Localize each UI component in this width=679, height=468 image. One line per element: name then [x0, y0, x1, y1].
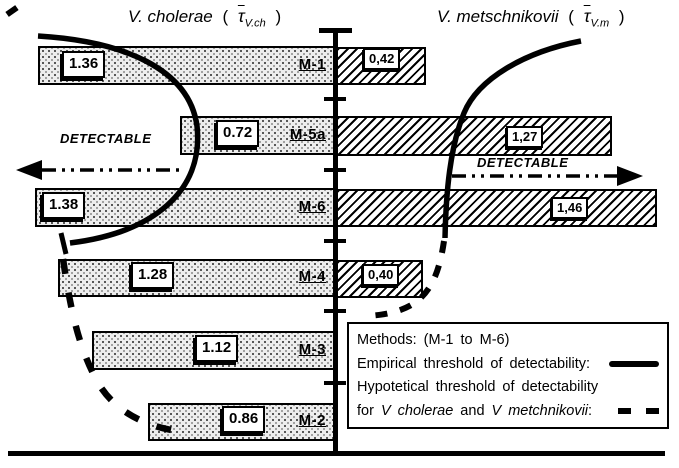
value-box-m1-right: 0,42 [363, 48, 401, 71]
legend-hypothetical-line2: for V cholerae and V metchnikovii: [357, 400, 659, 424]
value-box-m4-right: 0,40 [362, 264, 400, 287]
legend-empirical-text: Empirical threshold of detectability: [357, 355, 591, 372]
detectable-arrow-left [16, 160, 181, 180]
baseline [8, 451, 665, 456]
arrowhead-right-icon [617, 166, 643, 186]
tau-subscript-left: V.ch [244, 17, 266, 30]
dashed-line-swatch [603, 408, 659, 415]
tau-subscript-right: V.m [590, 17, 610, 30]
axis-tick [324, 168, 346, 172]
bar-m4-left [58, 259, 335, 297]
method-label-m2: M-2 [298, 412, 326, 429]
legend-box: Methods: (M-1 to M-6) Empirical threshol… [347, 322, 669, 429]
value-box-m5a-left: 0.72 [216, 120, 260, 147]
chart-title-left: V. cholerae ( τV.ch ) [128, 6, 286, 29]
solid-line-swatch [609, 361, 659, 368]
species-italic-1: V cholerae [380, 402, 454, 419]
method-label-m4: M-4 [298, 268, 326, 285]
empirical-curve-left-end-tick [58, 232, 69, 255]
value-box-m3-left: 1.12 [195, 335, 239, 362]
value-box-m5a-right: 1,27 [506, 126, 544, 149]
bar-m6-right [335, 189, 657, 227]
method-label-m3: M-3 [298, 341, 326, 358]
method-label-m6: M-6 [298, 198, 326, 215]
axis-tick [324, 309, 346, 313]
legend-hypothetical-line1: Hypotetical threshold of detectability [357, 379, 599, 395]
detectable-label-left: DETECTABLE [60, 131, 152, 146]
value-box-m1-left: 1.36 [62, 51, 106, 78]
tau-bar-symbol: τ [237, 6, 245, 26]
left-species-name: V. cholerae [128, 7, 213, 26]
arrowhead-left-icon [16, 160, 42, 180]
method-label-m1: M-1 [298, 56, 326, 73]
center-axis-top-cap [319, 28, 352, 33]
axis-tick [324, 381, 346, 385]
legend-empirical-line: Empirical threshold of detectability: [357, 353, 659, 377]
close-paren: ) [275, 7, 282, 26]
chart-title-right: V. metschnikovii ( τV.m ) [437, 6, 630, 29]
tau-bar-symbol: τ [583, 6, 591, 26]
value-box-m2-left: 0.86 [222, 406, 266, 433]
detectable-label-right: DETECTABLE [477, 155, 569, 170]
right-species-name: V. metschnikovii [437, 7, 559, 26]
axis-tick [324, 239, 346, 243]
axis-tick [324, 97, 346, 101]
species-italic-2: V metchnikovii [491, 402, 589, 419]
bar-m5a-right [335, 116, 612, 156]
open-paren: ( [222, 7, 229, 26]
value-box-m4-left: 1.28 [131, 262, 175, 289]
value-box-m6-left: 1.38 [42, 192, 86, 219]
method-label-m5a: M-5a [289, 126, 326, 143]
open-paren: ( [568, 7, 574, 26]
value-box-m6-right: 1,46 [551, 197, 589, 220]
print-artifact-mark [5, 5, 19, 17]
close-paren: ) [618, 7, 625, 26]
legend-methods-line: Methods: (M-1 to M-6) [357, 332, 510, 348]
legend-hypothetical-text: for V cholerae and V metchnikovii: [357, 402, 593, 419]
